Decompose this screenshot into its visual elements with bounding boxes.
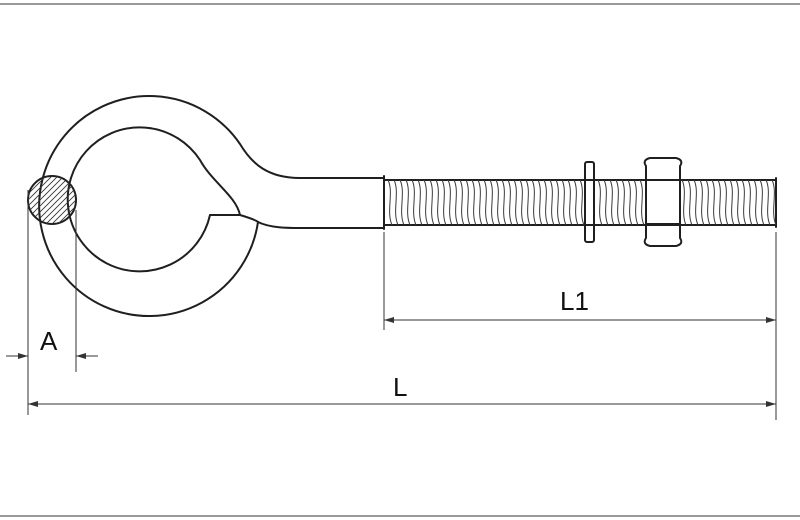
washer: [584, 161, 595, 243]
eye-inner-contour: [66, 126, 241, 273]
dim-l-label: L: [393, 372, 407, 402]
dim-l1-label: L1: [560, 286, 589, 316]
dimension-l1: L1: [383, 232, 777, 420]
shank-bottom-edge: [257, 221, 385, 229]
dimension-l: L: [28, 372, 776, 407]
eye-outer-contour: [38, 95, 385, 318]
threaded-shank: [383, 175, 777, 230]
eye-tip: [209, 214, 259, 223]
dim-a-label: A: [40, 326, 58, 356]
bolt-eye: [38, 95, 385, 318]
dimension-a: A: [6, 190, 98, 415]
hex-nut: [643, 157, 683, 247]
